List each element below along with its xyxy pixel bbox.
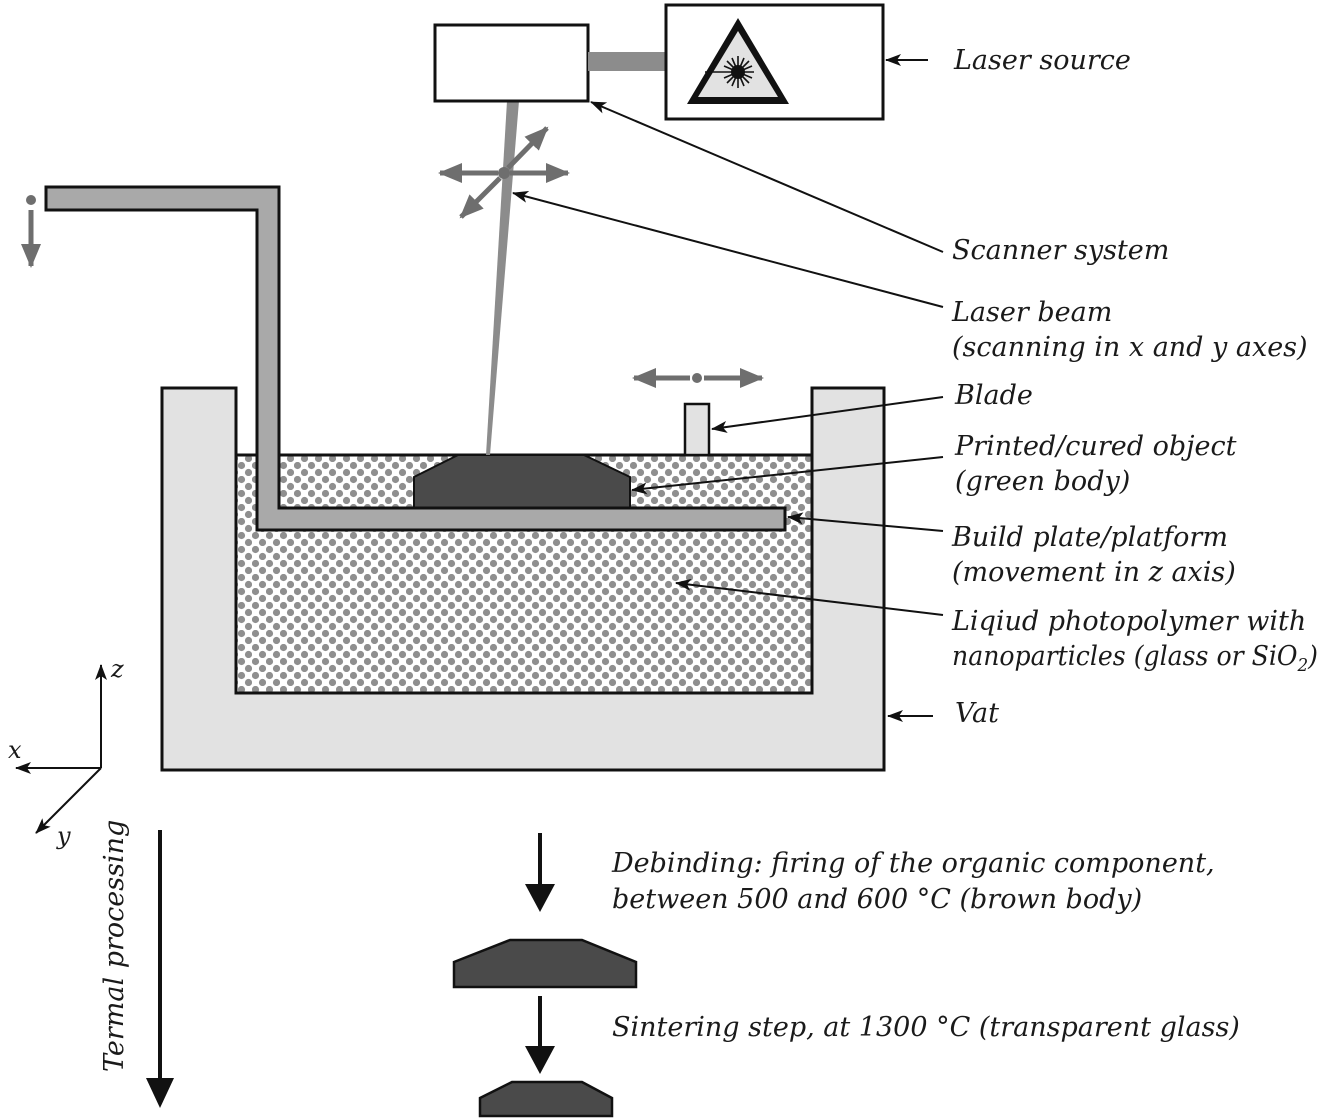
label-laser-beam-line1: Laser beam [951,297,1112,328]
leader-lines [512,54,944,722]
label-printed-object-line1: Printed/cured object [954,431,1237,462]
axis-z-label: z [110,655,124,683]
debinding-arrow-head [525,884,555,912]
label-photopolymer-main: nanoparticles (glass or SiO [952,641,1298,672]
label-laser-beam-line2: (scanning in x and y axes) [952,332,1308,363]
label-photopolymer-line1: Liqiud photopolymer with [951,606,1306,637]
label-build-plate-line1: Build plate/platform [951,522,1228,553]
label-photopolymer-subscript: 2 [1297,655,1309,676]
z-movement-dot [26,195,36,205]
label-build-plate-line2: (movement in z axis) [952,557,1236,588]
label-debinding-line2: between 500 and 600 °C (brown body) [612,884,1142,915]
blade-arrow-center-dot [692,373,702,383]
label-photopolymer-line2: nanoparticles (glass or SiO2) [952,641,1318,676]
label-scanner-system: Scanner system [952,235,1169,266]
laser-beam [486,101,519,455]
coordinate-axes [15,664,107,834]
label-printed-object-line2: (green body) [955,466,1130,497]
label-vat: Vat [955,698,999,729]
laser-warning-triangle-icon [687,18,789,104]
thermal-processing-arrow-head [146,1078,174,1108]
blade [683,402,711,457]
sintering-arrow-head [525,1046,555,1074]
label-sintering: Sintering step, at 1300 °C (transparent … [612,1012,1240,1043]
scanning-arrows [438,126,570,219]
scanner-box [433,23,590,103]
label-blade: Blade [954,380,1033,411]
axis-y-label: y [56,822,71,850]
thermal-processing-label: Termal processing [99,820,130,1072]
transparent-glass-body [478,1080,614,1118]
label-laser-source: Laser source [953,45,1131,76]
label-debinding-line1: Debinding: firing of the organic compone… [611,848,1215,879]
label-photopolymer-close: ) [1307,641,1318,672]
brown-body [452,938,638,989]
axis-x-label: x [8,736,22,764]
printed-object [413,454,631,509]
build-plate [44,185,787,532]
laser-connector [588,52,666,71]
